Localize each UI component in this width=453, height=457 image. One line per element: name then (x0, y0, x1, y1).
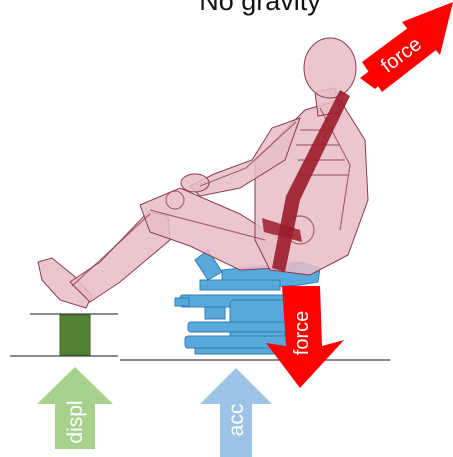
foot-block (60, 315, 90, 355)
lower-force-label: force (291, 311, 313, 355)
acc-label: acc (225, 404, 248, 437)
displ-label: displ (64, 400, 87, 443)
